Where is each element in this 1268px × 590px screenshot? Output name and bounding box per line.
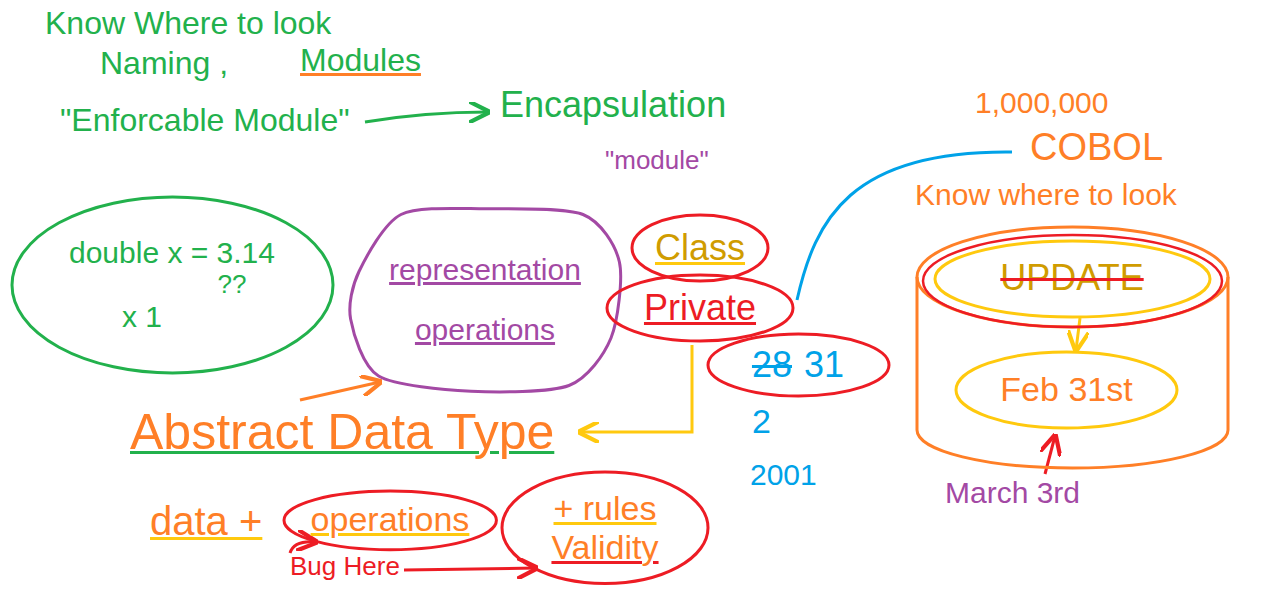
number-label: 1,000,000 [975,86,1108,121]
node-text: operations [311,500,470,539]
date-note: March 3rd [945,476,1080,511]
year-number: 2001 [750,458,817,493]
language-label: COBOL [1030,126,1163,170]
private-to-adt-arrow [580,345,692,432]
node-text: UPDATE [1000,257,1143,298]
month-number: 2 [752,402,771,441]
class-ellipse: Class [630,213,770,283]
formula-text: data + [150,498,262,544]
concept-label: Abstract Data Type [130,404,554,462]
concept-label: Encapsulation [500,84,726,125]
record-ellipse: Feb 31st [954,350,1179,430]
note-text: Know where to look [915,178,1177,213]
node-text: representation [389,253,581,288]
shape-outline [10,195,335,375]
note-text: Modules [300,42,421,79]
rules-ellipse: + rulesValidity [500,470,710,585]
database-cylinder: UPDATE Feb 31st [915,225,1230,470]
bug-arrow [404,568,536,570]
adt-to-class-arrow [300,382,380,400]
update-arrow [1076,318,1080,350]
node-text: ?? [218,270,247,300]
cobol-link-line [797,152,1012,300]
node-text: 31 [804,344,844,385]
node-text: Validity [551,528,658,567]
node-text: Feb 31st [1000,370,1132,409]
class-blob: representation operations [345,205,625,395]
shape-outline [345,205,625,395]
node-text: x 1 [122,300,162,335]
node-text: Private [644,287,756,328]
node-text: operations [415,313,555,348]
node-text: double x = 3.14 [69,236,275,271]
operations-ellipse: operations [282,489,498,552]
note-text: "module" [605,146,709,176]
day-ellipse: 28 31 [706,332,891,398]
node-text: Class [655,227,745,268]
private-ellipse: Private [605,273,795,343]
shape-outline [706,332,891,398]
note-text: "Enforcable Module" [60,102,350,139]
code-ellipse: double x = 3.14?? x 1 [10,195,335,375]
encapsulation-arrow [365,112,488,122]
note-text: Naming , [100,45,228,82]
bug-note: Bug Here [290,552,400,582]
heading-note: Know Where to look [45,5,331,42]
node-text: + rules [554,489,657,528]
node-text: 28 [752,344,792,385]
